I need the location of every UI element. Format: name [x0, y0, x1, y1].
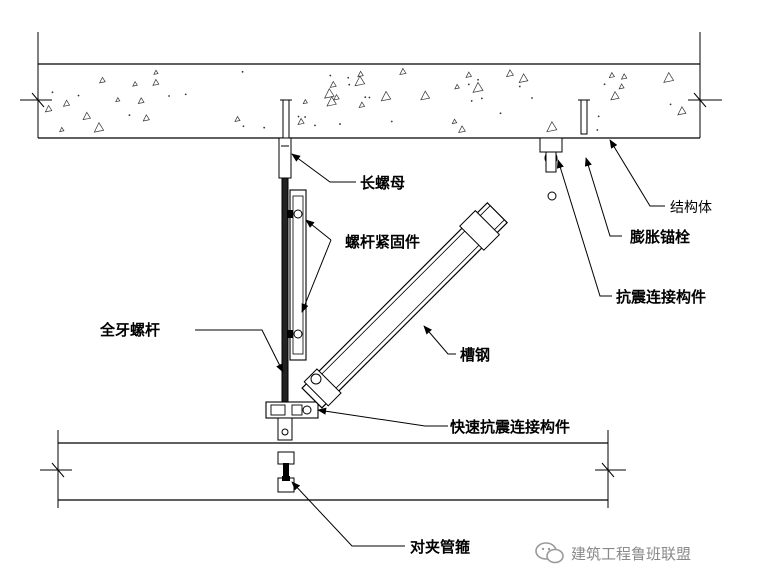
pipe-clamp [277, 417, 295, 493]
aggregate-stone [59, 126, 65, 133]
wechat-icon [535, 542, 564, 564]
aggregate-dot [499, 112, 502, 115]
aggregate-stone [132, 80, 138, 87]
aggregate-dot [518, 85, 521, 88]
aggregate-dot [603, 83, 606, 86]
aggregate-dot [467, 83, 470, 86]
aggregate-dot [364, 96, 367, 99]
aggregate-stone [44, 104, 53, 113]
aggregate-stone [153, 69, 159, 75]
aggregate-dot [329, 74, 332, 77]
pipe-section [40, 430, 626, 508]
aggregate-stone [333, 93, 340, 101]
aggregate-dot [368, 96, 371, 99]
aggregate-dot [596, 129, 599, 131]
aggregate-stone [505, 69, 514, 78]
rod-fastener [287, 189, 307, 361]
watermark-text: 建筑工程鲁班联盟 [571, 544, 692, 563]
aggregate-stone [326, 96, 337, 107]
label-structure: 结构体 [670, 200, 712, 216]
quick-seismic-connector [265, 401, 319, 419]
aggregate-dot [242, 125, 245, 128]
label-quick-connector: 快速抗震连接构件 [450, 418, 570, 436]
label-pipe-clamp: 对夹管箍 [410, 538, 470, 556]
aggregate-dot [669, 103, 672, 106]
leader-lines [195, 139, 665, 547]
aggregate-stone [472, 81, 484, 93]
top-seismic-connector [539, 137, 563, 173]
aggregate-dot [531, 97, 533, 99]
aggregate-stone [115, 96, 121, 103]
aggregate-stone [234, 115, 241, 122]
aggregate-stone [62, 99, 71, 107]
aggregate-stone [82, 111, 92, 121]
aggregate-stone [518, 73, 529, 83]
aggregate-stone [357, 70, 364, 78]
aggregate-stone [380, 90, 392, 102]
label-seismic-connector: 抗震连接构件 [616, 288, 706, 306]
aggregate-stone [608, 71, 616, 79]
anchor-bolt-left [280, 99, 292, 139]
aggregate-stone [142, 114, 150, 122]
label-long-nut: 长螺母 [360, 174, 405, 192]
aggregate-stone [323, 87, 335, 99]
aggregate-stone [458, 125, 466, 134]
aggregate-stone [618, 83, 625, 90]
concrete-slab [20, 32, 722, 139]
label-channel-steel: 槽钢 [460, 346, 490, 364]
aggregate-stone [420, 90, 431, 101]
aggregate-dot [297, 115, 300, 118]
aggregate-stone [610, 90, 620, 101]
watermark: 建筑工程鲁班联盟 [535, 541, 691, 565]
aggregate-stone [99, 76, 106, 84]
aggregate-stone [451, 118, 458, 125]
aggregate-dot [77, 94, 80, 97]
aggregate-stone [329, 80, 337, 88]
aggregate-stone [93, 122, 105, 133]
aggregate-dot [51, 91, 54, 94]
aggregate-dot [477, 78, 479, 81]
aggregate-stone [620, 73, 628, 80]
label-expansion-anchor: 膨胀锚栓 [630, 228, 690, 246]
aggregate-dot [263, 126, 266, 129]
aggregate-stone [152, 78, 160, 86]
label-rod-fastener: 螺杆紧固件 [345, 233, 420, 251]
aggregate-stone [399, 67, 407, 76]
aggregate-dot [304, 116, 307, 118]
aggregate-stone [677, 106, 687, 116]
channel-steel-brace [301, 191, 557, 409]
aggregate-stone [454, 83, 460, 90]
aggregate-stone [297, 117, 305, 125]
aggregate-dot [128, 114, 131, 117]
aggregate-dot [184, 93, 187, 96]
aggregate-dot [390, 120, 393, 123]
aggregate-stone [354, 75, 366, 87]
aggregate-dot [339, 123, 341, 125]
aggregate-stone [546, 121, 558, 133]
aggregate-stone [137, 97, 145, 104]
aggregate-dot [480, 97, 483, 100]
aggregate-dot [348, 83, 351, 86]
aggregate-dot [347, 76, 350, 79]
aggregate-dot [241, 70, 244, 73]
aggregate-stone [358, 101, 366, 108]
label-threaded-rod: 全牙螺杆 [99, 321, 160, 339]
aggregate-dot [168, 95, 170, 97]
aggregate-dot [597, 115, 600, 118]
concrete-aggregate-hatch [44, 67, 687, 134]
aggregate-stone [663, 71, 675, 83]
aggregate-stone [302, 98, 308, 105]
aggregate-dot [470, 100, 473, 102]
aggregate-stone [465, 71, 473, 78]
aggregate-dot [314, 124, 316, 127]
anchor-bolt-right [578, 99, 590, 135]
